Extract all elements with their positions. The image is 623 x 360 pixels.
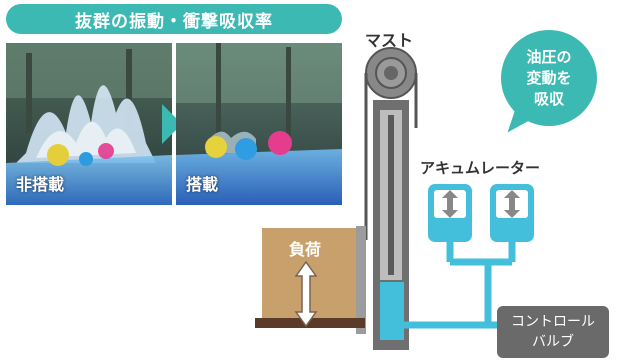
double-arrow-icon — [294, 260, 318, 328]
title-banner: 抜群の振動・衝撃吸収率 — [6, 4, 342, 34]
accumulator-label: アキュムレーター — [420, 159, 541, 177]
accumulator-right — [490, 184, 534, 242]
photo-label-without: 非搭載 — [16, 175, 65, 194]
photo-without-accumulator: 非搭載 — [6, 43, 172, 205]
accumulator-left — [428, 184, 472, 242]
banner-title: 抜群の振動・衝撃吸収率 — [75, 11, 273, 32]
valve-line-1: コントロール — [511, 314, 595, 330]
carriage — [356, 226, 366, 334]
photo-label-with: 搭載 — [186, 175, 219, 194]
load-label: 負荷 — [289, 240, 322, 259]
splash-photo-illustration — [6, 43, 172, 205]
callout-line-1: 油圧の — [526, 47, 572, 66]
callout-bubble: 油圧の 変動を 吸収 — [501, 30, 597, 126]
calm-photo-illustration — [176, 43, 342, 205]
mast-label: マスト — [365, 31, 414, 50]
callout-line-3: 吸収 — [533, 89, 564, 108]
hydraulic-pipes — [404, 240, 516, 329]
callout-line-2: 変動を — [526, 68, 572, 87]
photo-with-accumulator: 搭載 — [176, 43, 342, 205]
hydraulic-cylinder — [380, 282, 404, 340]
control-valve: コントロール バルブ — [497, 306, 609, 358]
fork-pallet — [255, 318, 365, 328]
valve-line-2: バルブ — [532, 334, 574, 350]
